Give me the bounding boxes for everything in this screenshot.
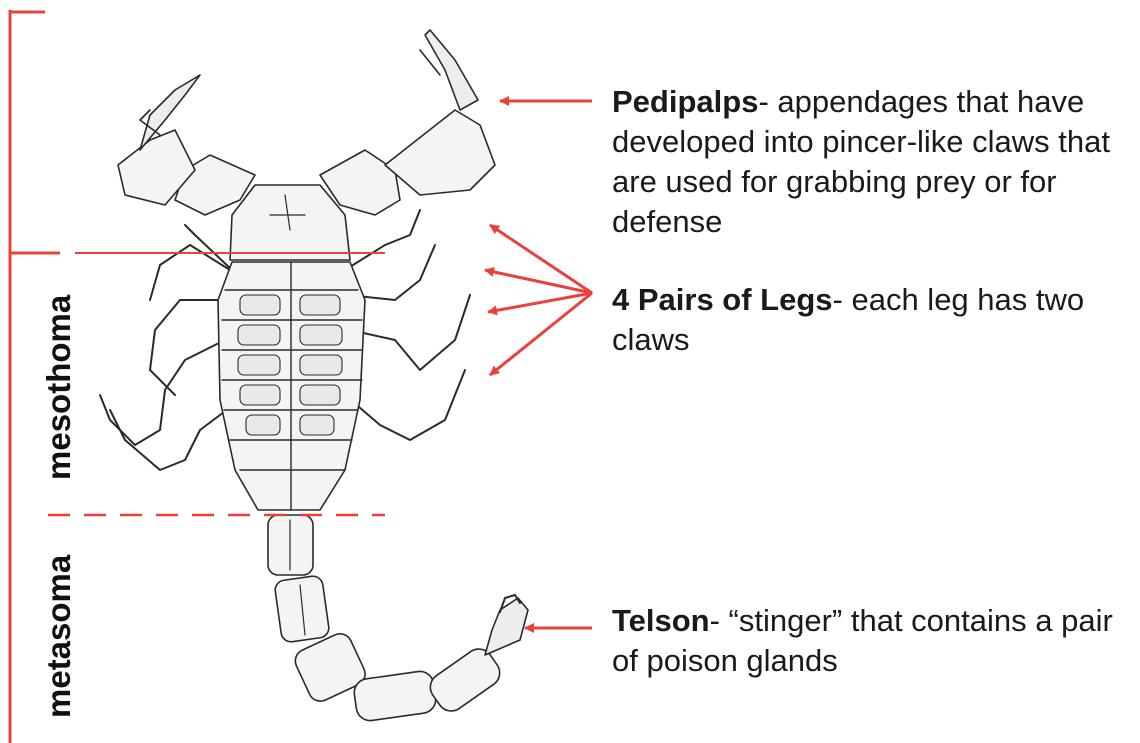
arrow-leg-4 [490, 293, 592, 375]
region-label-metasoma: metasoma [40, 555, 78, 718]
pedipalp-left [118, 75, 255, 215]
scorpion-illustration [100, 30, 528, 722]
callout-arrows [485, 101, 592, 628]
telson [485, 598, 528, 655]
callout-telson-term: Telson [612, 603, 710, 638]
prosoma [230, 185, 350, 260]
callout-legs: 4 Pairs of Legs- each leg has two claws [612, 280, 1112, 360]
callout-pedipalps-term: Pedipalps [612, 84, 758, 119]
callout-telson: Telson- “stinger” that contains a pair o… [612, 601, 1140, 681]
callout-pedipalps: Pedipalps- appendages that have develope… [612, 82, 1132, 242]
callout-legs-term: 4 Pairs of Legs [612, 282, 833, 317]
region-label-mesothoma: mesothoma [40, 295, 78, 480]
pedipalp-right [320, 30, 495, 215]
arrow-leg-3 [488, 293, 592, 312]
